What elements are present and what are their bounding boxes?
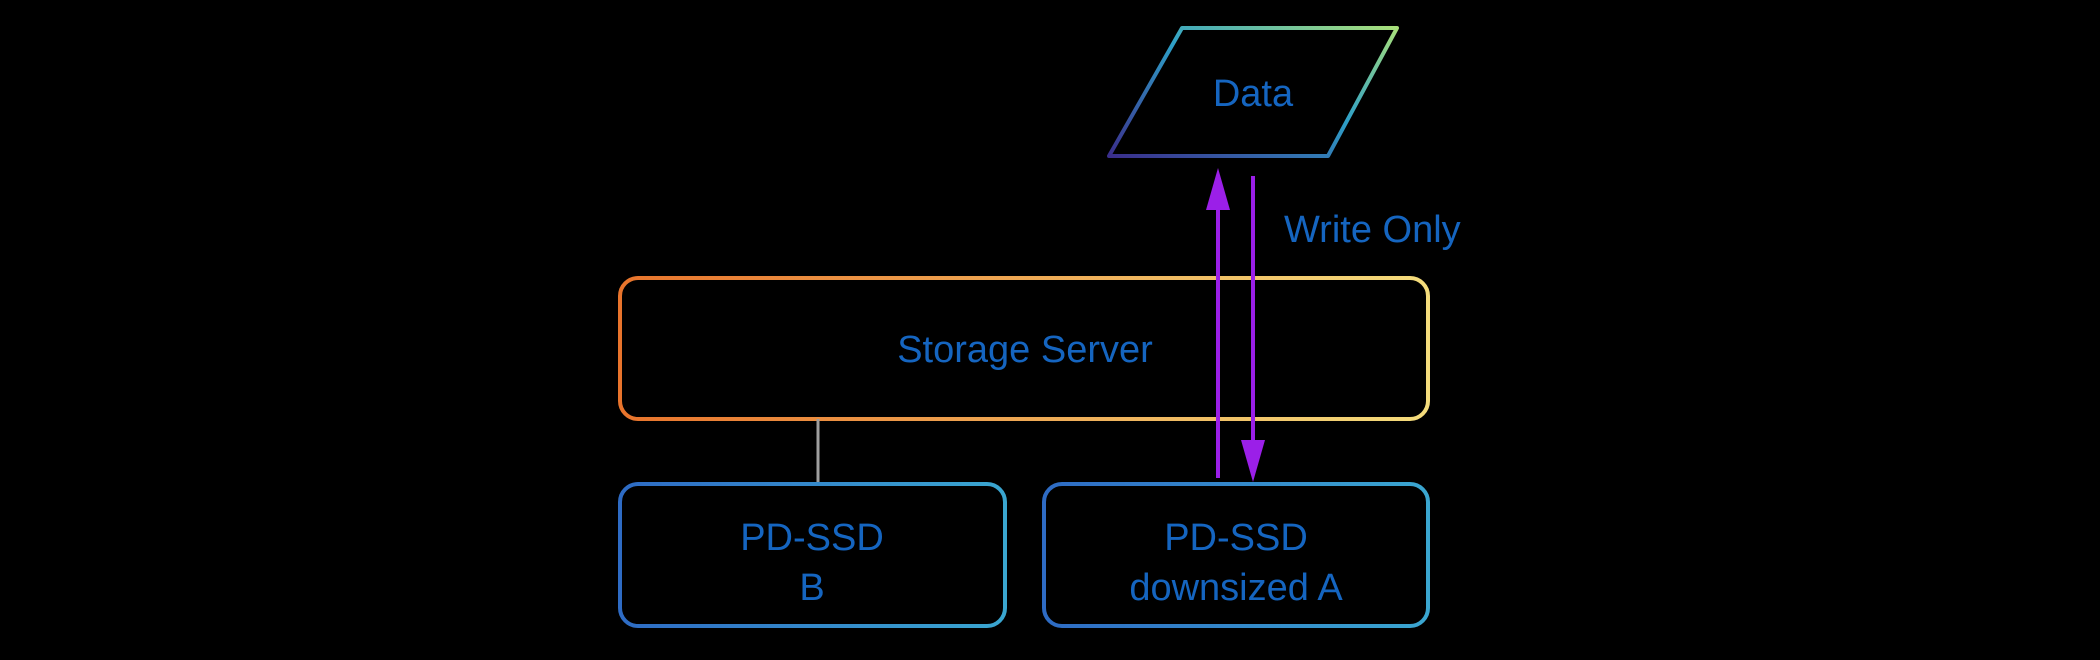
data-node: Data	[1107, 26, 1399, 158]
pd-ssd-a-box	[1042, 482, 1430, 628]
pd-ssd-a-label-line1: PD-SSD	[1164, 517, 1308, 559]
storage-server-node: Storage Server	[618, 276, 1430, 421]
pd-ssd-b-node: PD-SSD B	[618, 482, 1007, 628]
arrow-down-head	[1241, 440, 1265, 482]
pd-ssd-a-node: PD-SSD downsized A	[1042, 482, 1430, 628]
storage-server-box	[618, 276, 1430, 421]
arrow-down	[1241, 176, 1265, 482]
write-only-label: Write Only	[1284, 209, 1461, 251]
data-label: Data	[1213, 73, 1294, 115]
data-shape	[1107, 26, 1399, 158]
pd-ssd-b-label-line2: B	[799, 567, 824, 609]
storage-server-label: Storage Server	[897, 329, 1153, 371]
pd-ssd-a-label-line2: downsized A	[1129, 567, 1343, 609]
arrow-up-head	[1206, 168, 1230, 210]
pd-ssd-b-box	[618, 482, 1007, 628]
pd-ssd-b-label-line1: PD-SSD	[740, 517, 884, 559]
arrow-up	[1206, 168, 1230, 478]
